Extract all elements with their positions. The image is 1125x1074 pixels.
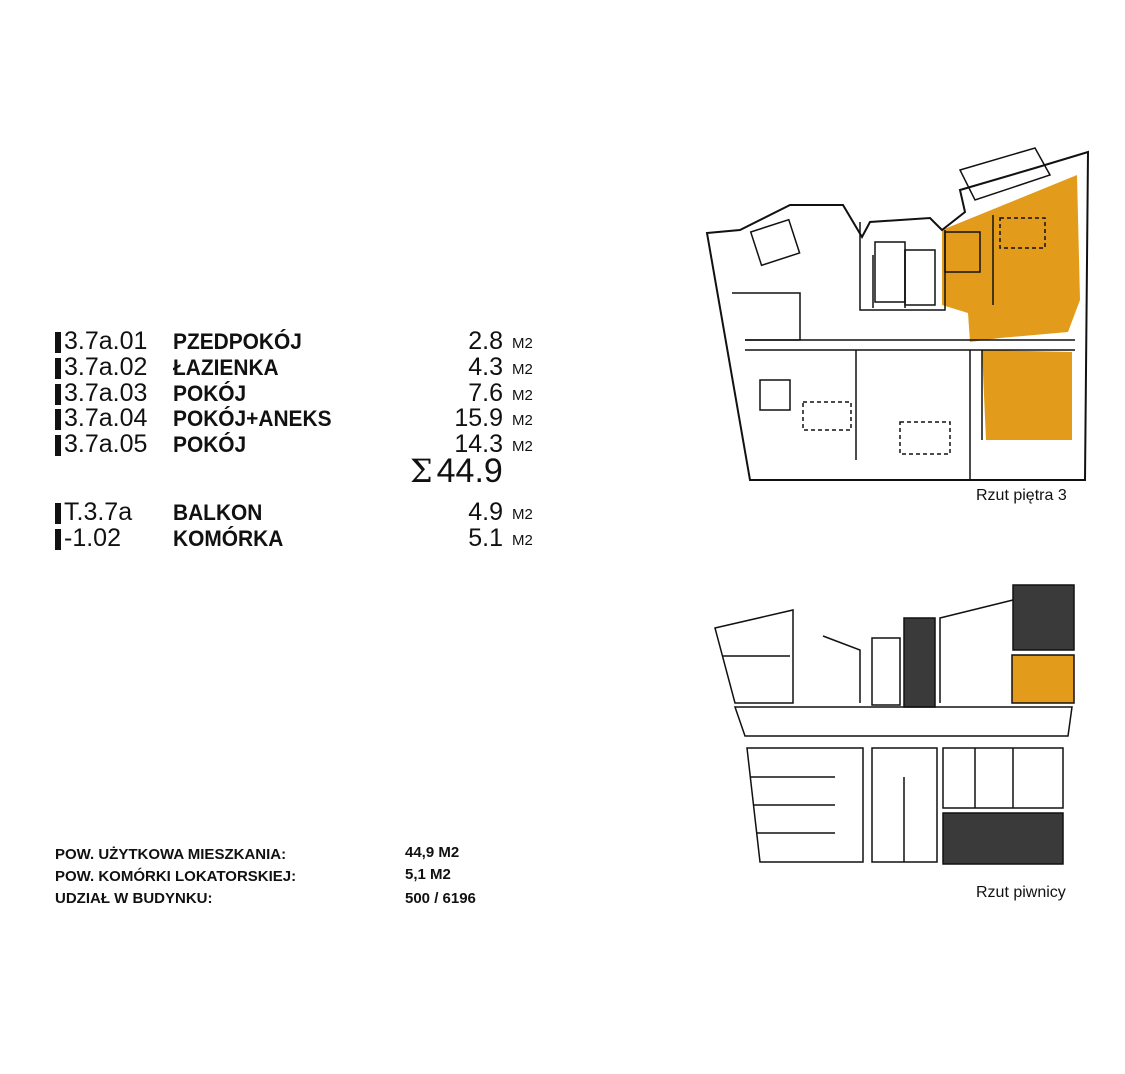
stairs [904,249,936,306]
hatched-area [903,617,936,708]
room-name: POKÓJ+ANEKS [173,406,332,431]
summary-value: 44,9 M2 [405,844,460,861]
room-area: 7.6 [468,379,503,407]
room-area: 4.9 [468,498,503,526]
room-area: 5.1 [468,524,503,552]
room-name: PZEDPOKÓJ [173,329,302,354]
room-row: 3.7a.02 ŁAZIENKA 4.3 M2 [55,354,545,380]
wall [822,635,861,703]
room-code: 3.7a.01 [64,327,148,355]
row-marker [55,503,61,524]
room-area: 4.3 [468,353,503,381]
room-unit: M2 [512,335,533,352]
room-highlight [982,350,1072,440]
summary-value: 5,1 M2 [405,866,451,883]
floor-plan-label: Rzut piętra 3 [976,487,1067,504]
row-marker [55,358,61,379]
room-name: POKÓJ [173,432,247,457]
row-marker [55,332,61,353]
row-marker [55,435,61,456]
room-unit: M2 [512,412,533,429]
sofa-icon [802,401,852,431]
floor-plan-3 [705,147,1090,481]
room-name: ŁAZIENKA [173,355,279,380]
storage-block [746,747,864,863]
wall [714,609,794,704]
apartment-highlight [942,175,1080,342]
stairs [874,241,906,303]
wall [939,599,1014,703]
sum-value: 44.9 [436,452,503,490]
room-unit: M2 [512,438,533,455]
corridor [733,706,1073,737]
room-name: KOMÓRKA [173,526,284,551]
room-code: 3.7a.04 [64,404,148,432]
summary-label: POW. UŻYTKOWA MIESZKANIA: [55,846,287,863]
extra-row: -1.02 KOMÓRKA 5.1 M2 [55,525,545,551]
room-unit: M2 [512,506,533,523]
sigma-symbol: Σ [410,452,433,490]
summary-label: UDZIAŁ W BUDYNKU: [55,890,213,907]
room-code: T.3.7a [64,498,133,526]
hatched-area [942,812,1064,865]
room-area: 14.3 [454,430,503,458]
stairs [871,637,901,706]
bed-icon [749,218,801,267]
room-code: 3.7a.03 [64,379,148,407]
balcony [958,147,1052,201]
room-unit: M2 [512,387,533,404]
room-area: 2.8 [468,327,503,355]
room-name: POKÓJ [173,381,247,406]
room-row: 3.7a.05 POKÓJ 14.3 M2 [55,431,545,457]
building-outline [705,150,1090,481]
sofa-icon [899,421,951,455]
row-marker [55,409,61,430]
storage-block [942,747,1064,809]
sofa-icon [999,217,1046,249]
room-row: 3.7a.03 POKÓJ 7.6 M2 [55,380,545,406]
room-row: 3.7a.01 PZEDPOKÓJ 2.8 M2 [55,328,545,354]
table-icon [759,379,791,411]
room-area: 15.9 [454,404,503,432]
room-code: 3.7a.02 [64,353,148,381]
wall [732,292,801,341]
hatched-area [1012,584,1075,651]
row-marker [55,529,61,550]
basement-plan-label: Rzut piwnicy [976,884,1066,901]
bed-icon [944,231,981,273]
row-marker [55,384,61,405]
room-row: 3.7a.04 POKÓJ+ANEKS 15.9 M2 [55,405,545,431]
summary-value: 500 / 6196 [405,890,476,907]
room-code: 3.7a.05 [64,430,148,458]
room-unit: M2 [512,532,533,549]
basement-plan [714,584,1075,865]
summary-label: POW. KOMÓRKI LOKATORSKIEJ: [55,868,297,885]
room-name: BALKON [173,500,263,525]
room-code: -1.02 [64,524,121,552]
extra-row: T.3.7a BALKON 4.9 M2 [55,499,545,525]
room-unit: M2 [512,361,533,378]
storage-highlight [1011,654,1075,704]
